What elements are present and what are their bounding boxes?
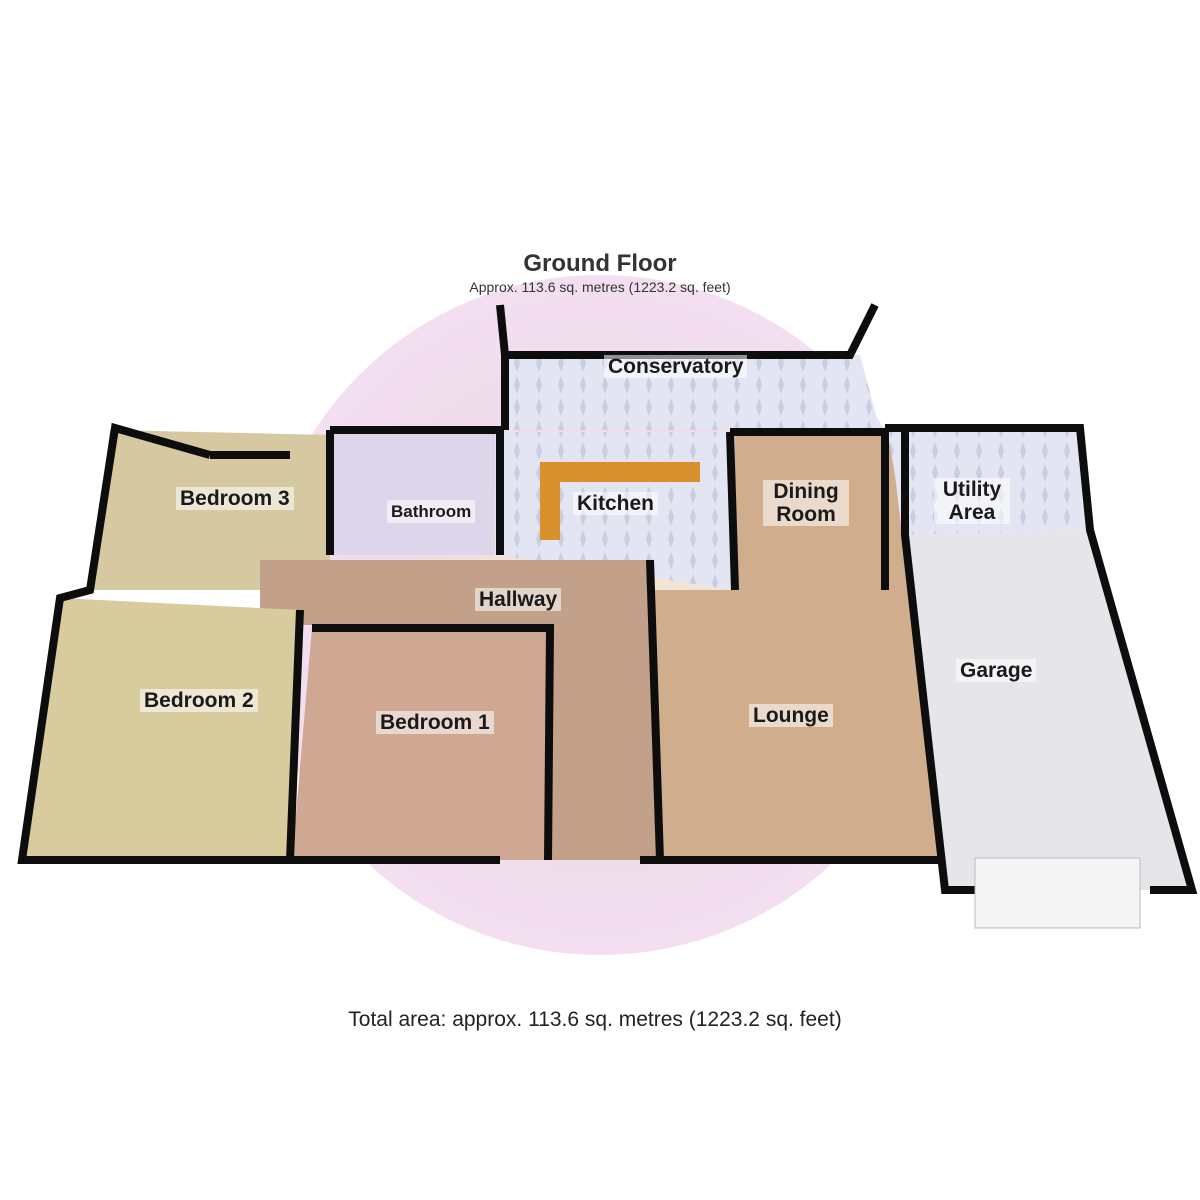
room-label-bedroom-3: Bedroom 3: [176, 487, 294, 510]
garage-door: [974, 857, 1141, 929]
room-label-lounge: Lounge: [749, 704, 833, 727]
floor-area-subtitle: Approx. 113.6 sq. metres (1223.2 sq. fee…: [469, 279, 731, 295]
room-label-bedroom-2: Bedroom 2: [140, 689, 258, 712]
garage-floor: [905, 530, 1192, 890]
room-label-bathroom: Bathroom: [387, 500, 476, 523]
conservatory-floor: [500, 355, 880, 430]
lounge-floor: [655, 432, 940, 860]
bedroom1-floor: [292, 628, 550, 860]
room-label-dining-room: Dining Room: [763, 480, 849, 526]
room-label-hallway: Hallway: [475, 588, 562, 611]
floor-title: Ground Floor: [523, 250, 677, 277]
bedroom2-floor: [22, 598, 300, 860]
room-label-garage: Garage: [956, 659, 1037, 682]
kitchen-worktop: [540, 462, 700, 540]
bedroom3-floor: [90, 430, 330, 590]
total-area: Total area: approx. 113.6 sq. metres (12…: [348, 1008, 842, 1031]
room-label-utility-area: Utility Area: [934, 478, 1010, 524]
room-label-kitchen: Kitchen: [573, 492, 659, 515]
bathroom-floor: [333, 432, 495, 555]
room-label-conservatory: Conservatory: [604, 355, 748, 378]
room-label-bedroom-1: Bedroom 1: [376, 711, 494, 734]
walls: [17, 303, 1198, 894]
hallway-floor: [260, 560, 660, 860]
